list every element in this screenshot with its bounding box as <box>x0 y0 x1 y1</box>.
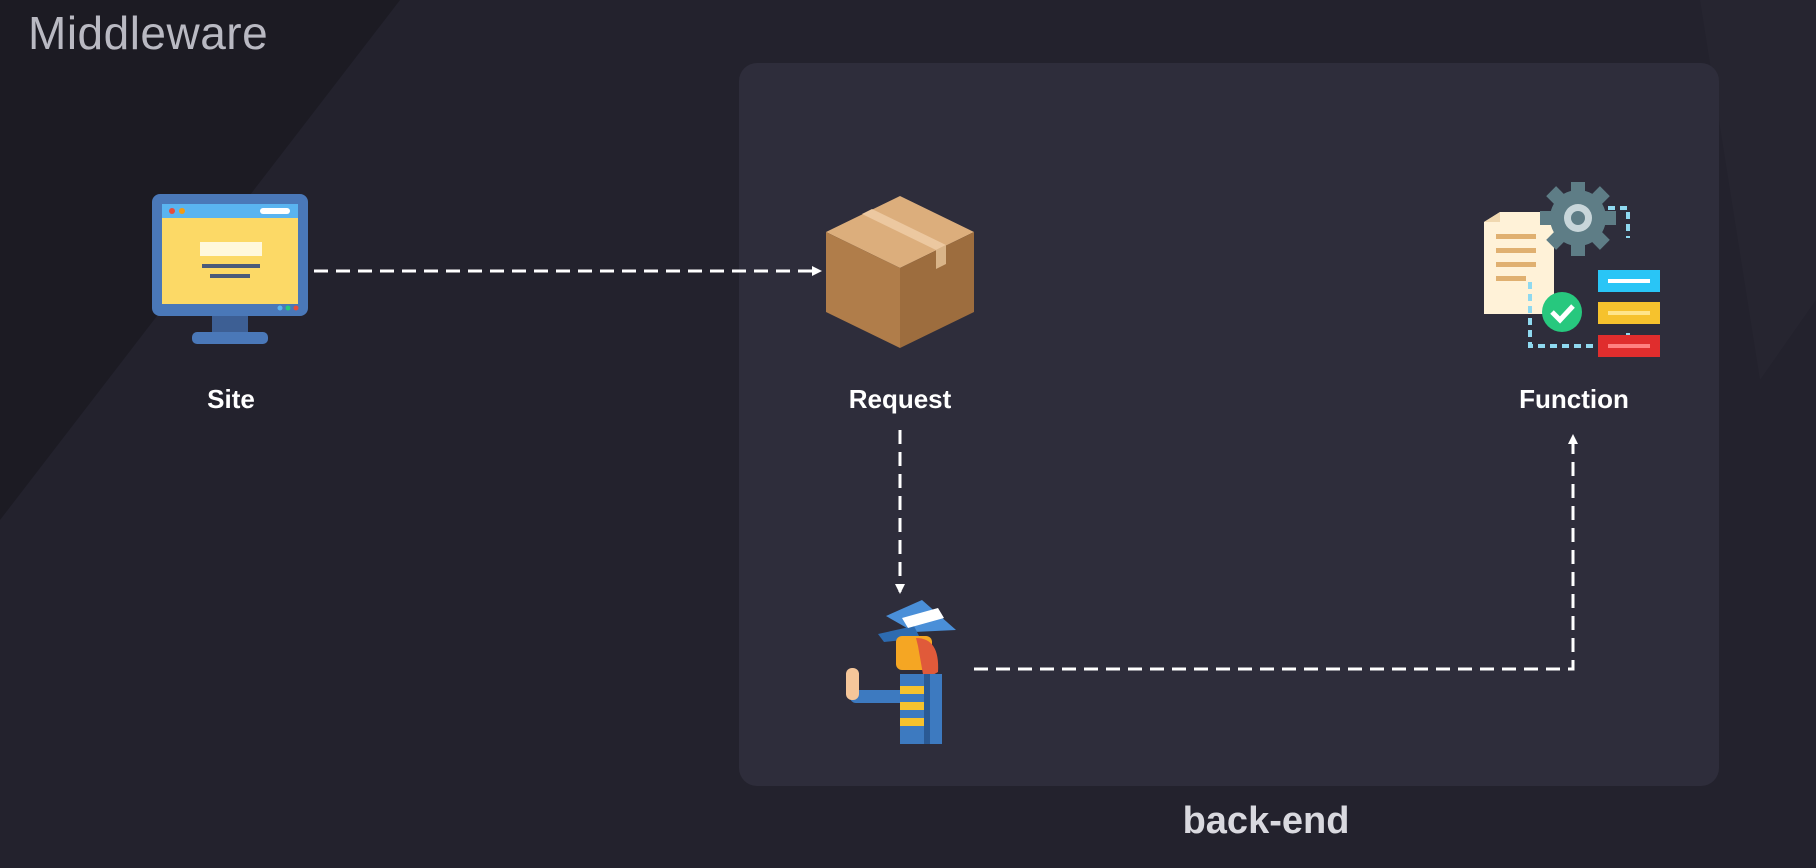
site-label: Site <box>207 384 255 414</box>
package-box-icon <box>826 196 974 348</box>
monitor-icon <box>152 194 308 344</box>
slide-title: Middleware <box>28 7 269 59</box>
request-label: Request <box>848 384 952 414</box>
function-label: Function <box>1519 384 1629 414</box>
guard-stop-icon <box>846 600 956 744</box>
backend-label: back-end <box>1182 800 1350 842</box>
workflow-gear-icon <box>1484 182 1660 357</box>
